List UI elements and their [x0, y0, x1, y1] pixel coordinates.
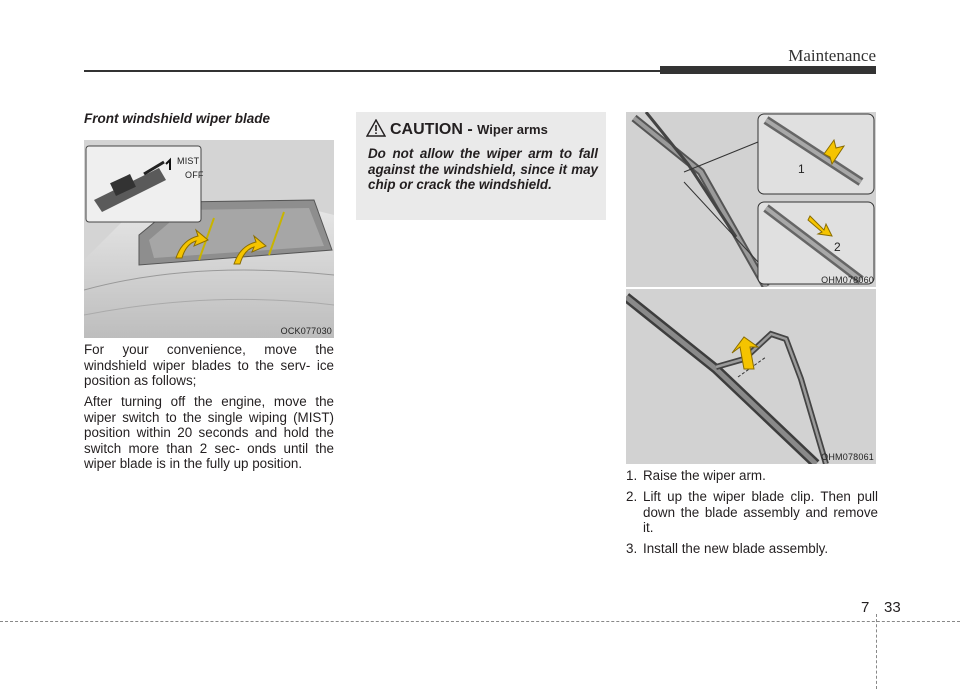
- caution-box: CAUTION - Wiper arms Do not allow the wi…: [356, 112, 606, 220]
- header-accent-bar: [660, 66, 876, 74]
- step-item: 1. Raise the wiper arm.: [626, 468, 878, 484]
- rotate-arrow-icon: [175, 228, 209, 259]
- paragraph: For your convenience, move the windshiel…: [84, 342, 334, 389]
- rotate-arrow-icon: [233, 234, 267, 265]
- warning-triangle-icon: [366, 119, 386, 137]
- caution-subheading: Wiper arms: [477, 122, 548, 137]
- wiper-blade-illustration: [626, 289, 876, 464]
- callout-2: 2: [834, 240, 841, 254]
- arrow-up-icon: [823, 138, 846, 166]
- figure-wiper-blade-clip: OHM078061: [626, 289, 876, 464]
- arrow-down-icon: [807, 215, 833, 237]
- step-item: 3. Install the new blade assembly.: [626, 541, 878, 557]
- switch-label-off: OFF: [185, 170, 204, 180]
- step-text: Raise the wiper arm.: [643, 468, 766, 483]
- figure-wiper-arm-raise: 1 2 OHM078060: [626, 112, 876, 287]
- callout-1: 1: [798, 162, 805, 176]
- paragraph: After turning off the engine, move the w…: [84, 394, 334, 472]
- step-number: 1.: [626, 468, 638, 483]
- figure-code: OHM078061: [821, 452, 874, 462]
- step-number: 3.: [626, 541, 638, 556]
- figure-code: OCK077030: [280, 326, 332, 336]
- caution-heading-label: CAUTION -: [390, 121, 473, 138]
- footer-divider: [876, 614, 877, 689]
- figure-car-wiper-switch: MIST OFF OCK077030: [84, 140, 334, 338]
- wiper-arm-illustration: [626, 112, 876, 287]
- step-text: Lift up the wiper blade clip. Then pull …: [643, 489, 878, 536]
- step-item: 2. Lift up the wiper blade clip. Then pu…: [626, 489, 878, 536]
- figure-code: OHM078060: [821, 275, 874, 285]
- caution-heading: CAUTION - Wiper arms: [390, 121, 548, 139]
- header-rule: [84, 70, 876, 72]
- caution-text: Do not allow the wiper arm to fall again…: [368, 146, 598, 193]
- section-title: Front windshield wiper blade: [84, 111, 271, 126]
- page-number: 33: [884, 599, 901, 616]
- car-illustration: [84, 140, 334, 338]
- footer-rule: [0, 621, 960, 622]
- step-number: 2.: [626, 489, 638, 504]
- header-title: Maintenance: [788, 46, 876, 65]
- step-text: Install the new blade assembly.: [643, 541, 829, 556]
- chapter-number: 7: [861, 599, 870, 616]
- switch-label-mist: MIST: [177, 156, 200, 166]
- arrow-up-icon: [731, 336, 760, 370]
